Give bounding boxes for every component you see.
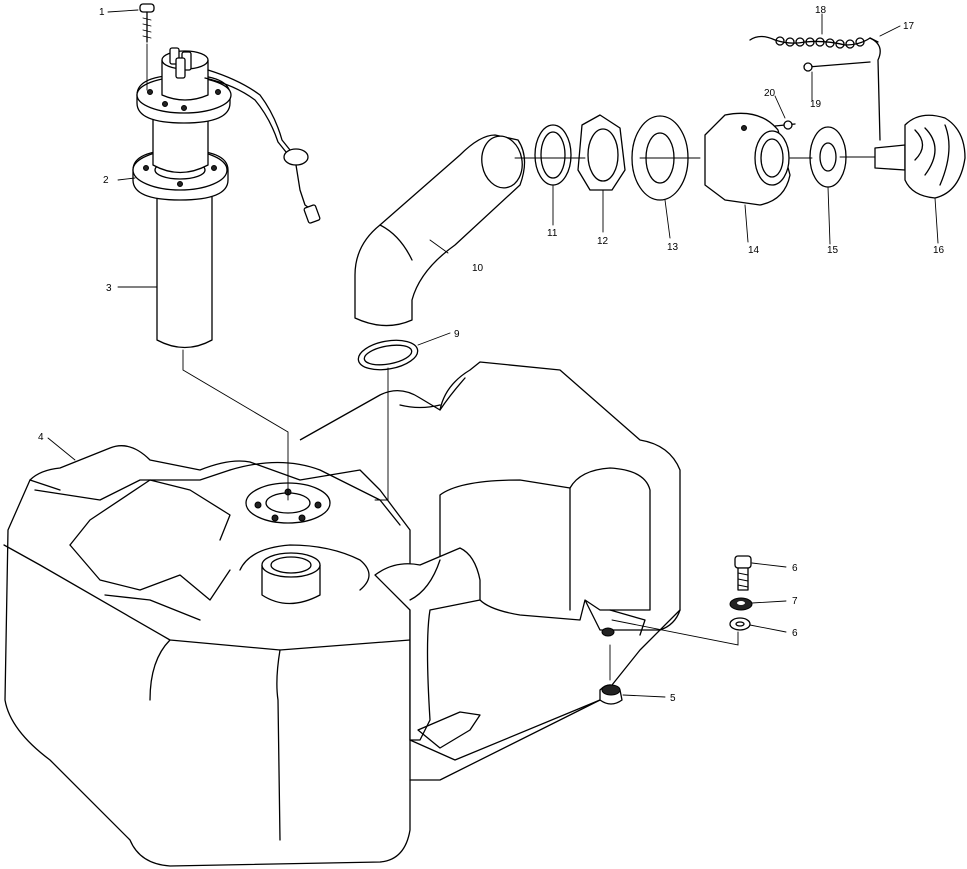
callout-7: 7 <box>792 596 798 607</box>
callout-15: 15 <box>827 245 839 256</box>
callout-14: 14 <box>748 245 760 256</box>
callout-9: 9 <box>454 329 460 340</box>
leader-lines <box>47 9 939 698</box>
filler-neck-parts <box>514 35 966 206</box>
callout-12: 12 <box>597 236 609 247</box>
callout-1: 1 <box>99 7 105 18</box>
fuel-sender-assembly <box>132 3 321 501</box>
callout-18: 18 <box>815 5 827 16</box>
filler-hose <box>354 134 526 501</box>
mounting-hardware <box>599 555 753 705</box>
fuel-tank <box>3 361 681 867</box>
callout-labels: 1 2 3 4 5 6 7 6 9 10 11 12 13 14 15 16 1… <box>38 5 945 704</box>
callout-11: 11 <box>547 228 558 239</box>
callout-20: 20 <box>764 88 776 99</box>
callout-13: 13 <box>667 242 679 253</box>
callout-4: 4 <box>38 432 44 443</box>
callout-3: 3 <box>106 283 112 294</box>
callout-6-bolt: 6 <box>792 563 798 574</box>
callout-17: 17 <box>903 21 915 32</box>
callout-5: 5 <box>670 693 676 704</box>
callout-2: 2 <box>103 175 109 186</box>
callout-6-washer: 6 <box>792 628 798 639</box>
callout-16: 16 <box>933 245 945 256</box>
callout-19: 19 <box>810 99 822 110</box>
callout-10: 10 <box>472 263 484 274</box>
